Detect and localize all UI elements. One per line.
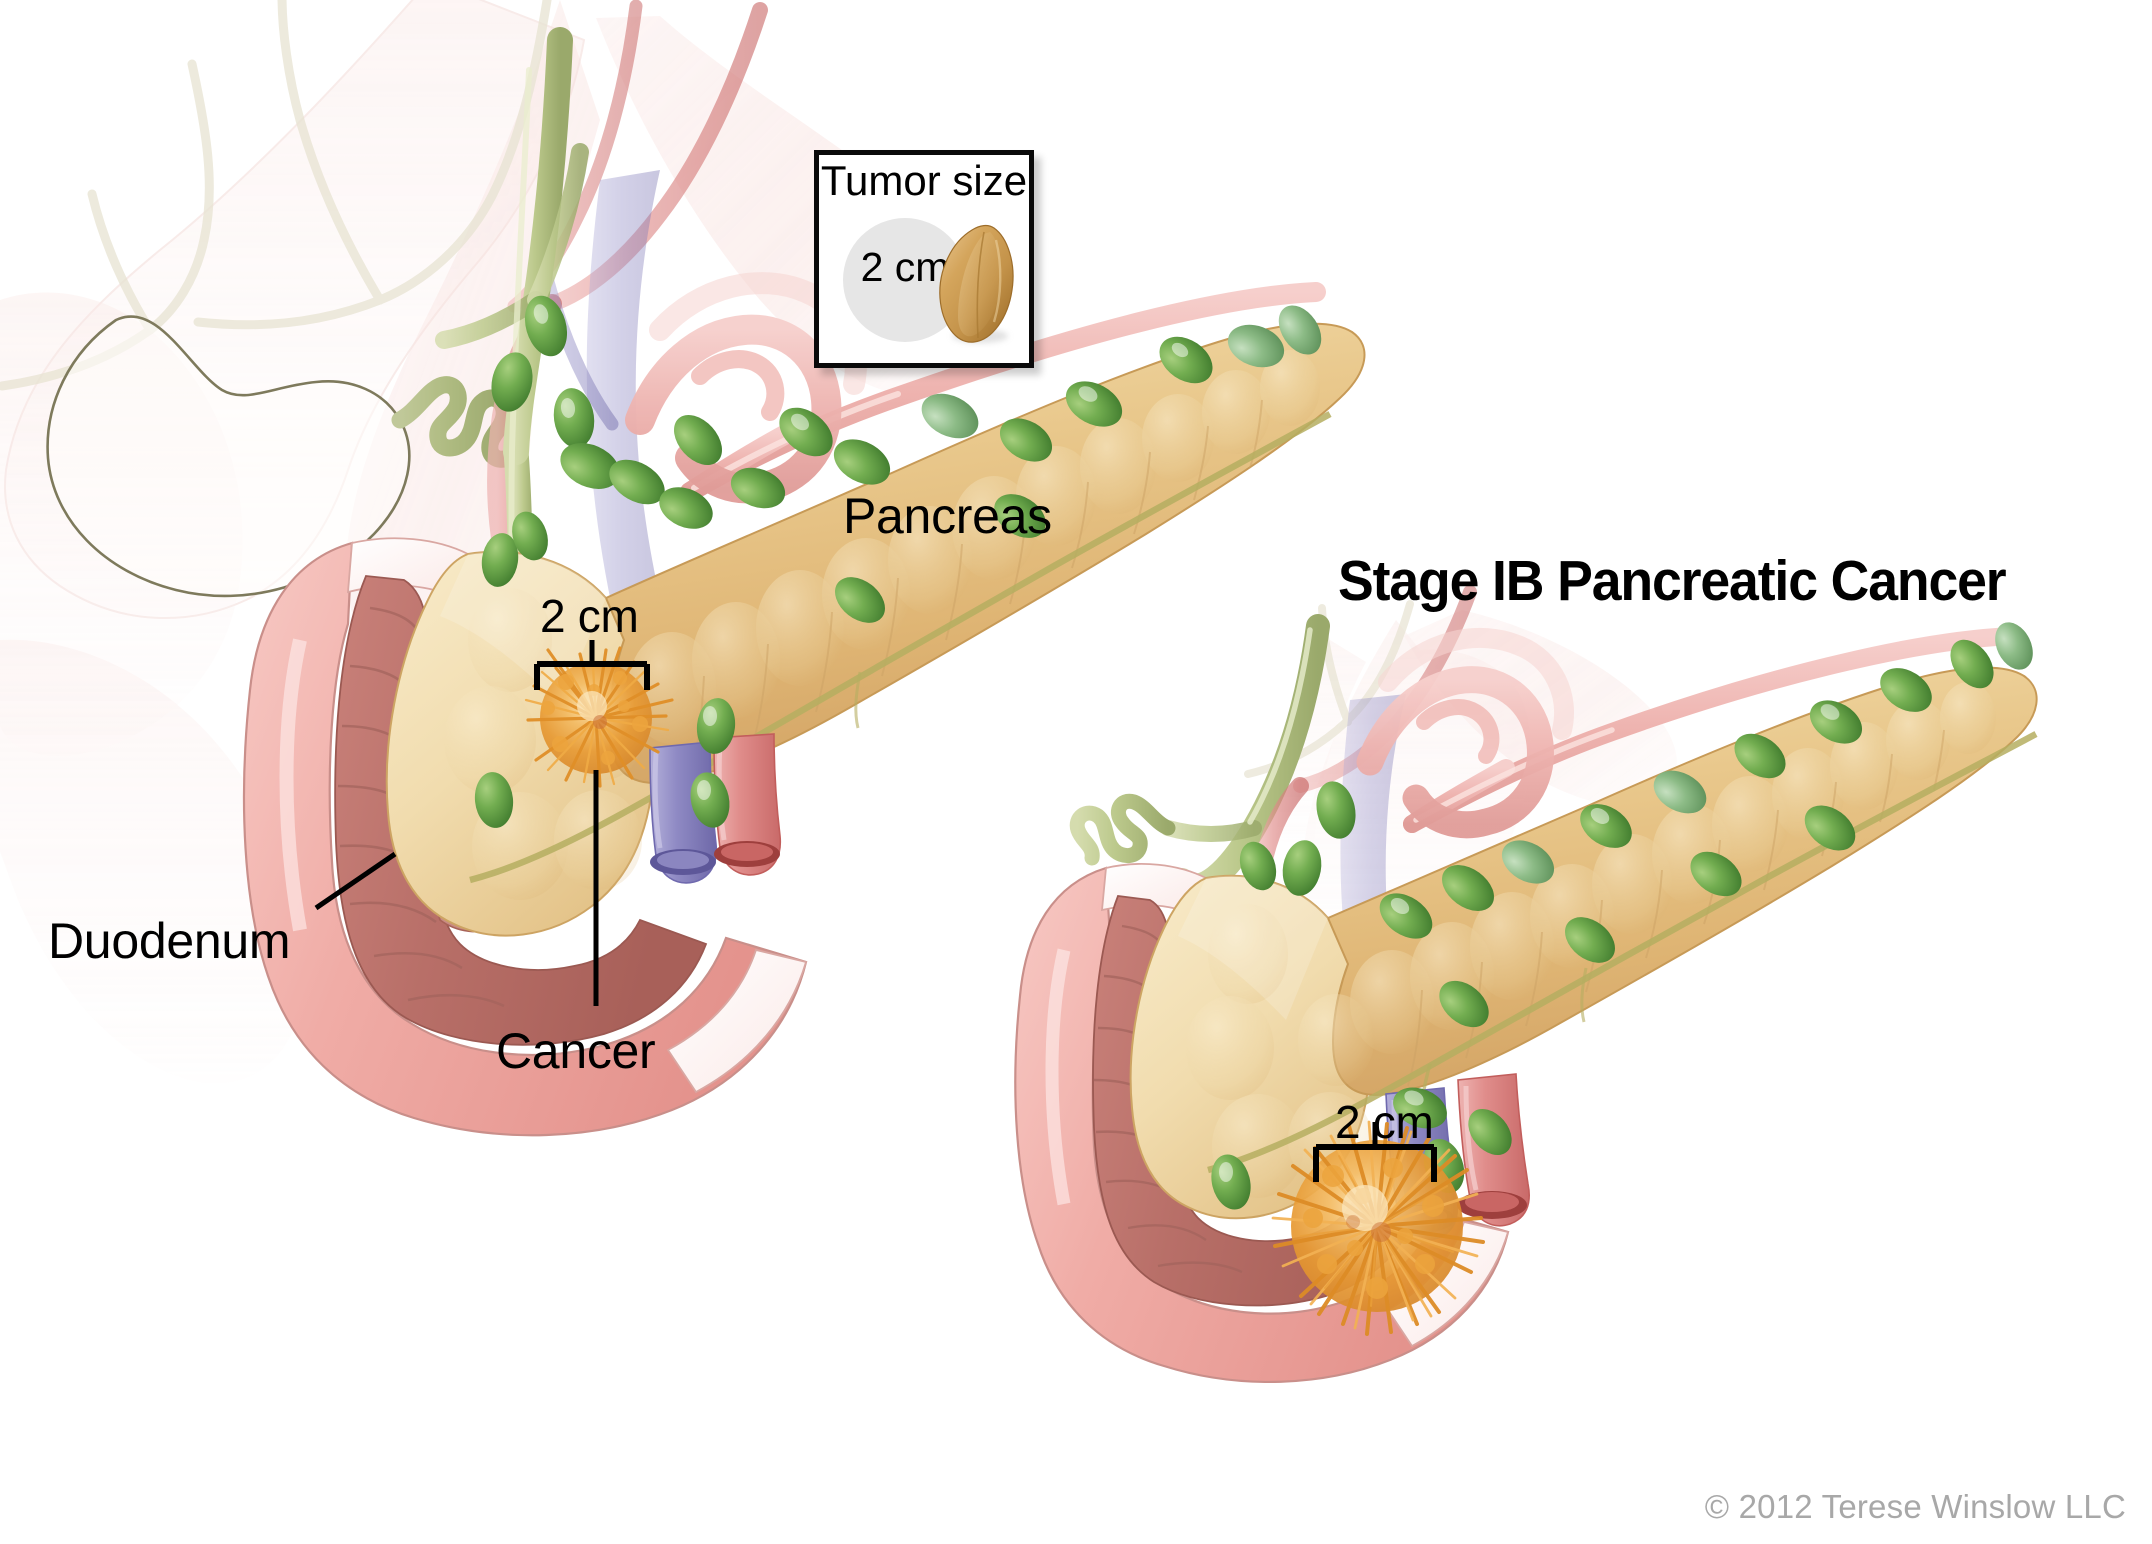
measure-bracket-left (534, 640, 650, 690)
label-cancer: Cancer (496, 1023, 656, 1079)
pancreas-left (385, 322, 1366, 937)
label-duodenum: Duodenum (48, 913, 291, 969)
lymph-nodes-left (474, 295, 1322, 828)
tumor-size-inset-title: Tumor size (820, 157, 1028, 204)
label-tumor-measure-right: 2 cm (1335, 1096, 1434, 1148)
pancreatic-duct-right (1207, 731, 2038, 1174)
duodenum-leader-line (314, 851, 397, 911)
tumor-right (1271, 1120, 1485, 1336)
page-title: Stage IB Pancreatic Cancer (1338, 549, 2007, 613)
gallbladder-left (46, 315, 411, 598)
peanut-icon (939, 224, 1014, 343)
pancreas-lobules-left (444, 350, 1320, 900)
measure-bracket-right (1313, 1122, 1437, 1182)
left-panel-artwork (0, 0, 1366, 1137)
copyright-notice: © 2012 Terese Winslow LLC (1704, 1488, 2126, 1525)
right-panel-artwork (1014, 585, 2038, 1384)
pancreatic-duct-left (469, 411, 1332, 884)
tumor-left (524, 646, 674, 788)
tumor-size-circle-label: 2 cm (860, 244, 950, 290)
label-tumor-measure-left: 2 cm (540, 590, 639, 642)
pylorus-right (1356, 627, 1575, 839)
pancreas-right (1129, 666, 2038, 1220)
label-pancreas: Pancreas (843, 488, 1052, 544)
